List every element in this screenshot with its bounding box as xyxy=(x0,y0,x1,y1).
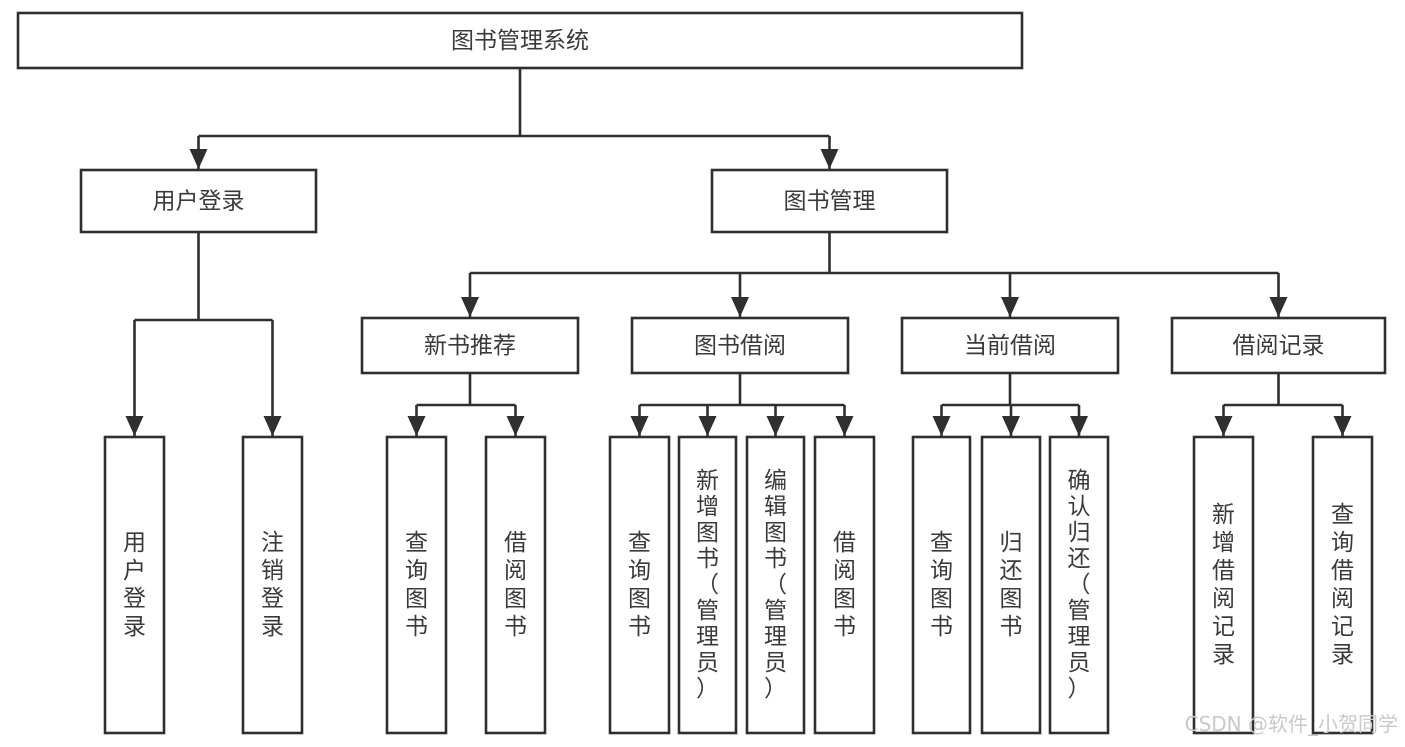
current-borrow-to-leaves-arrow-0 xyxy=(932,416,951,436)
node-label-current-borrow: 当前借阅 xyxy=(964,333,1056,359)
root-to-level2-arrow-1 xyxy=(820,149,839,169)
node-borrow-record[interactable]: 借阅记录 xyxy=(1170,316,1387,375)
node-label-new-book-recommend: 新书推荐 xyxy=(424,333,516,359)
bm-to-level3-arrow-1 xyxy=(731,297,749,317)
node-label-leaf-add-book: 新增图书（管理员） xyxy=(696,468,719,702)
node-leaf-user-login[interactable]: 用户登录 xyxy=(103,435,166,735)
node-layer: 图书管理系统用户登录图书管理新书推荐图书借阅当前借阅借阅记录用户登录注销登录查询… xyxy=(16,11,1387,735)
book-borrow-to-leaves-arrow-3 xyxy=(835,416,854,436)
node-box-book-management[interactable] xyxy=(710,168,949,234)
node-label-leaf-query-book-borrow: 查询图书 xyxy=(628,530,651,640)
node-current-borrow[interactable]: 当前借阅 xyxy=(900,316,1120,375)
node-label-leaf-edit-book: 编辑图书（管理员） xyxy=(764,468,787,702)
node-leaf-borrow-book[interactable]: 借阅图书 xyxy=(813,435,876,735)
current-borrow-to-leaves-arrow-2 xyxy=(1070,416,1088,436)
node-box-leaf-edit-book[interactable] xyxy=(745,435,806,735)
book-borrow-to-leaves-arrow-1 xyxy=(698,416,717,436)
node-box-borrow-record[interactable] xyxy=(1170,316,1387,375)
new-book-recommend-to-leaves-arrow-0 xyxy=(407,416,426,436)
node-label-leaf-query-book-rec: 查询图书 xyxy=(405,530,428,640)
userlogin-to-leaves-arrow-1 xyxy=(263,416,282,436)
node-box-leaf-add-book[interactable] xyxy=(677,435,738,735)
node-box-leaf-confirm-return[interactable] xyxy=(1048,435,1110,735)
node-user-login[interactable]: 用户登录 xyxy=(79,168,318,234)
userlogin-to-leaves-arrow-0 xyxy=(125,416,144,436)
node-leaf-logout[interactable]: 注销登录 xyxy=(241,435,304,735)
node-label-user-login: 用户登录 xyxy=(153,189,245,215)
node-label-leaf-query-book-cur: 查询图书 xyxy=(930,530,953,640)
node-leaf-query-book-borrow[interactable]: 查询图书 xyxy=(608,435,671,735)
connector-layer xyxy=(125,68,1352,436)
node-label-leaf-add-borrow-record: 新增借阅记录 xyxy=(1212,502,1235,668)
node-label-leaf-confirm-return: 确认归还（管理员） xyxy=(1068,468,1091,702)
node-leaf-return-book[interactable]: 归还图书 xyxy=(980,435,1042,735)
node-box-leaf-query-borrow-record[interactable] xyxy=(1311,435,1374,735)
book-borrow-to-leaves-arrow-2 xyxy=(766,416,785,436)
node-book-management[interactable]: 图书管理 xyxy=(710,168,949,234)
node-box-leaf-query-book-cur[interactable] xyxy=(911,435,972,735)
node-leaf-query-book-cur[interactable]: 查询图书 xyxy=(911,435,972,735)
node-leaf-add-borrow-record[interactable]: 新增借阅记录 xyxy=(1192,435,1255,735)
node-leaf-query-book-rec[interactable]: 查询图书 xyxy=(385,435,448,735)
node-box-root[interactable] xyxy=(16,11,1024,70)
node-box-leaf-logout[interactable] xyxy=(241,435,304,735)
node-leaf-add-book[interactable]: 新增图书（管理员） xyxy=(677,435,738,735)
node-label-leaf-logout: 注销登录 xyxy=(261,530,284,640)
current-borrow-to-leaves-arrow-1 xyxy=(1002,416,1020,436)
node-new-book-recommend[interactable]: 新书推荐 xyxy=(360,316,580,375)
node-root[interactable]: 图书管理系统 xyxy=(16,11,1024,70)
node-box-current-borrow[interactable] xyxy=(900,316,1120,375)
node-label-borrow-record: 借阅记录 xyxy=(1233,333,1325,359)
bm-to-level3-arrow-3 xyxy=(1269,297,1288,317)
node-box-leaf-user-login[interactable] xyxy=(103,435,166,735)
node-label-root: 图书管理系统 xyxy=(451,28,589,54)
node-label-leaf-return-book: 归还图书 xyxy=(1000,530,1023,640)
bm-to-level3-arrow-0 xyxy=(461,297,479,317)
node-label-leaf-user-login: 用户登录 xyxy=(123,530,146,640)
node-box-user-login[interactable] xyxy=(79,168,318,234)
node-leaf-confirm-return[interactable]: 确认归还（管理员） xyxy=(1048,435,1110,735)
node-label-leaf-borrow-book-rec: 借阅图书 xyxy=(504,530,527,640)
node-book-borrow[interactable]: 图书借阅 xyxy=(630,316,850,375)
node-box-leaf-query-book-borrow[interactable] xyxy=(608,435,671,735)
node-leaf-borrow-book-rec[interactable]: 借阅图书 xyxy=(484,435,547,735)
node-box-leaf-borrow-book[interactable] xyxy=(813,435,876,735)
node-box-leaf-add-borrow-record[interactable] xyxy=(1192,435,1255,735)
node-label-book-management: 图书管理 xyxy=(784,189,876,215)
borrow-record-to-leaves-arrow-1 xyxy=(1333,416,1352,436)
node-leaf-edit-book[interactable]: 编辑图书（管理员） xyxy=(745,435,806,735)
node-box-leaf-return-book[interactable] xyxy=(980,435,1042,735)
node-leaf-query-borrow-record[interactable]: 查询借阅记录 xyxy=(1311,435,1374,735)
node-box-leaf-query-book-rec[interactable] xyxy=(385,435,448,735)
borrow-record-to-leaves-arrow-0 xyxy=(1214,416,1233,436)
node-box-new-book-recommend[interactable] xyxy=(360,316,580,375)
csdn-watermark: CSDN @软件_小贺同学 xyxy=(1185,712,1398,736)
book-borrow-to-leaves-arrow-0 xyxy=(630,416,649,436)
node-box-leaf-borrow-book-rec[interactable] xyxy=(484,435,547,735)
node-label-leaf-borrow-book: 借阅图书 xyxy=(833,530,856,640)
bm-to-level3-arrow-2 xyxy=(1001,297,1019,317)
node-label-book-borrow: 图书借阅 xyxy=(694,333,786,359)
new-book-recommend-to-leaves-arrow-1 xyxy=(506,416,525,436)
root-to-level2-arrow-0 xyxy=(189,149,208,169)
node-box-book-borrow[interactable] xyxy=(630,316,850,375)
node-label-leaf-query-borrow-record: 查询借阅记录 xyxy=(1331,502,1354,668)
